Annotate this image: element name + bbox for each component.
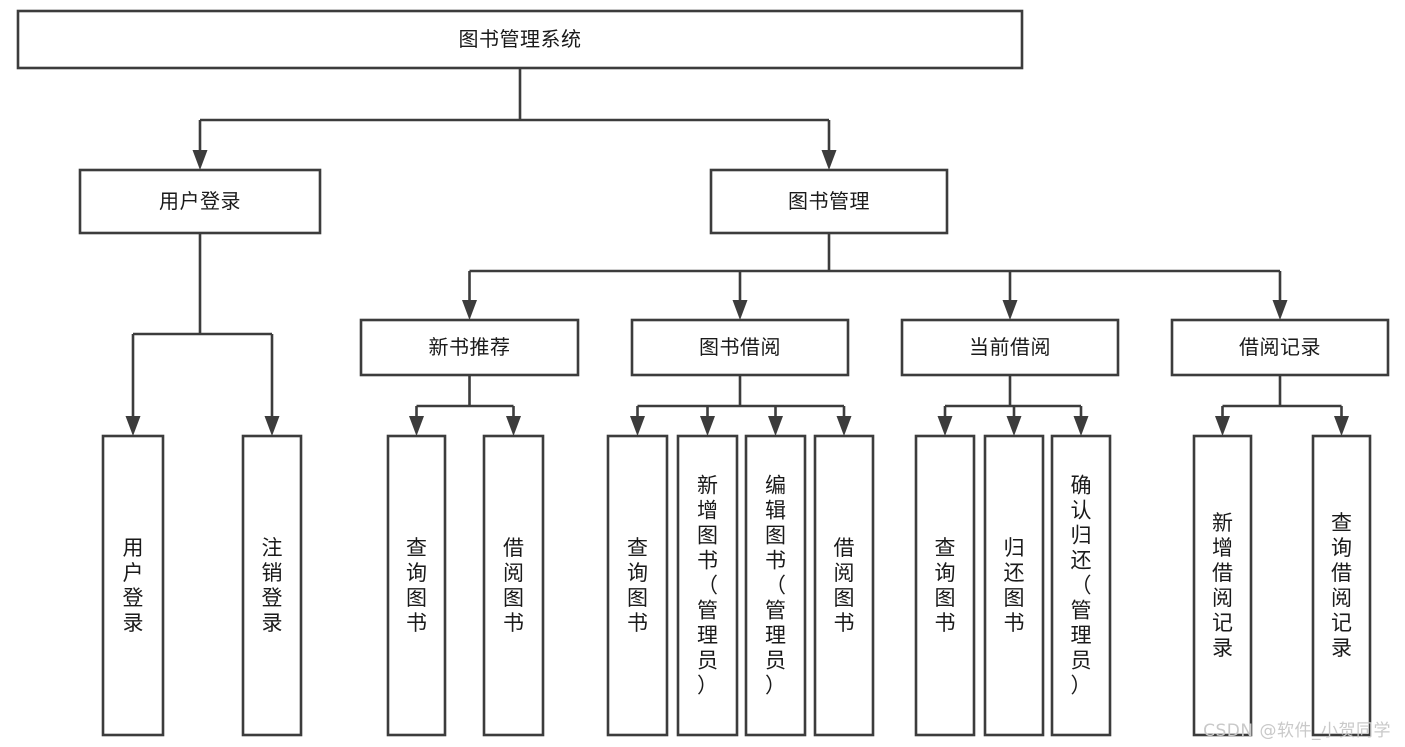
node-label-cb-confirm-return: 确认归还（管理员） (1071, 474, 1092, 698)
node-root[interactable]: 图书管理系统 (16, 9, 1024, 70)
arrow-head-icon (700, 416, 715, 436)
node-user-login-leaf[interactable]: 用户登录 (101, 434, 165, 737)
connectors-layer (125, 68, 1349, 436)
node-label-bb-borrow-book: 借阅图书 (834, 536, 855, 635)
node-label-book-borrow: 图书借阅 (699, 335, 781, 359)
node-new-book-rec[interactable]: 新书推荐 (359, 318, 580, 377)
node-label-br-query-record: 查询借阅记录 (1331, 511, 1352, 660)
node-box-bb-add-book[interactable] (676, 434, 739, 737)
node-nbr-query-book[interactable]: 查询图书 (386, 434, 447, 737)
node-label-bb-edit-book: 编辑图书（管理员） (765, 474, 786, 698)
arrow-head-icon (836, 416, 852, 436)
node-cb-confirm-return[interactable]: 确认归还（管理员） (1050, 434, 1112, 737)
node-box-cb-confirm-return[interactable] (1050, 434, 1112, 737)
node-box-nbr-borrow-book[interactable] (482, 434, 545, 737)
node-br-add-record[interactable]: 新增借阅记录 (1192, 434, 1253, 737)
arrow-head-icon (506, 416, 521, 436)
node-label-user-logout-leaf: 注销登录 (262, 536, 283, 635)
node-box-borrow-record[interactable] (1170, 318, 1390, 377)
node-box-cb-query-book[interactable] (914, 434, 976, 737)
arrow-head-icon (462, 300, 477, 320)
node-box-cb-return-book[interactable] (983, 434, 1045, 737)
node-label-nbr-borrow-book: 借阅图书 (503, 536, 524, 635)
arrow-head-icon (937, 416, 953, 436)
node-label-br-add-record: 新增借阅记录 (1212, 511, 1233, 660)
node-box-book-manage[interactable] (709, 168, 949, 235)
node-borrow-record[interactable]: 借阅记录 (1170, 318, 1390, 377)
node-br-query-record[interactable]: 查询借阅记录 (1311, 434, 1372, 737)
arrow-head-icon (125, 416, 141, 436)
arrow-head-icon (821, 150, 837, 170)
node-user-logout-leaf[interactable]: 注销登录 (241, 434, 303, 737)
node-label-cb-return-book: 归还图书 (1004, 536, 1025, 635)
node-bb-add-book[interactable]: 新增图书（管理员） (676, 434, 739, 737)
node-label-current-borrow: 当前借阅 (969, 335, 1051, 359)
node-bb-edit-book[interactable]: 编辑图书（管理员） (744, 434, 807, 737)
arrow-head-icon (1006, 416, 1022, 436)
arrow-head-icon (264, 416, 280, 436)
node-label-bb-add-book: 新增图书（管理员） (697, 474, 718, 698)
arrow-head-icon (409, 416, 424, 436)
watermark-label: CSDN @软件_小贺同学 (1203, 721, 1391, 741)
node-cb-return-book[interactable]: 归还图书 (983, 434, 1045, 737)
node-box-user-login-leaf[interactable] (101, 434, 165, 737)
node-box-bb-query-book[interactable] (606, 434, 669, 737)
node-box-nbr-query-book[interactable] (386, 434, 447, 737)
node-label-bb-query-book: 查询图书 (627, 536, 648, 635)
node-box-new-book-rec[interactable] (359, 318, 580, 377)
node-box-bb-edit-book[interactable] (744, 434, 807, 737)
node-box-br-query-record[interactable] (1311, 434, 1372, 737)
arrow-head-icon (768, 416, 783, 436)
node-box-user-login[interactable] (78, 168, 322, 235)
arrow-head-icon (732, 300, 748, 320)
node-box-book-borrow[interactable] (630, 318, 850, 377)
arrow-head-icon (1334, 416, 1349, 436)
node-nbr-borrow-book[interactable]: 借阅图书 (482, 434, 545, 737)
arrow-head-icon (630, 416, 645, 436)
node-box-bb-borrow-book[interactable] (813, 434, 875, 737)
node-book-borrow[interactable]: 图书借阅 (630, 318, 850, 377)
node-label-nbr-query-book: 查询图书 (406, 536, 427, 635)
node-cb-query-book[interactable]: 查询图书 (914, 434, 976, 737)
node-label-cb-query-book: 查询图书 (935, 536, 956, 635)
arrow-head-icon (1272, 300, 1288, 320)
node-label-user-login-leaf: 用户登录 (123, 536, 144, 635)
node-book-manage[interactable]: 图书管理 (709, 168, 949, 235)
node-label-user-login: 用户登录 (159, 189, 241, 213)
node-user-login[interactable]: 用户登录 (78, 168, 322, 235)
node-label-book-manage: 图书管理 (788, 189, 870, 213)
arrow-head-icon (1215, 416, 1230, 436)
arrow-head-icon (1002, 300, 1018, 320)
node-label-root: 图书管理系统 (459, 27, 582, 51)
arrow-head-icon (1073, 416, 1089, 436)
arrow-head-icon (192, 150, 208, 170)
node-box-current-borrow[interactable] (900, 318, 1120, 377)
node-box-user-logout-leaf[interactable] (241, 434, 303, 737)
node-box-br-add-record[interactable] (1192, 434, 1253, 737)
node-box-root[interactable] (16, 9, 1024, 70)
node-bb-borrow-book[interactable]: 借阅图书 (813, 434, 875, 737)
nodes-layer: 图书管理系统用户登录图书管理新书推荐图书借阅当前借阅借阅记录用户登录注销登录查询… (16, 9, 1390, 737)
node-bb-query-book[interactable]: 查询图书 (606, 434, 669, 737)
node-label-new-book-rec: 新书推荐 (429, 335, 511, 359)
node-current-borrow[interactable]: 当前借阅 (900, 318, 1120, 377)
node-label-borrow-record: 借阅记录 (1239, 335, 1321, 359)
